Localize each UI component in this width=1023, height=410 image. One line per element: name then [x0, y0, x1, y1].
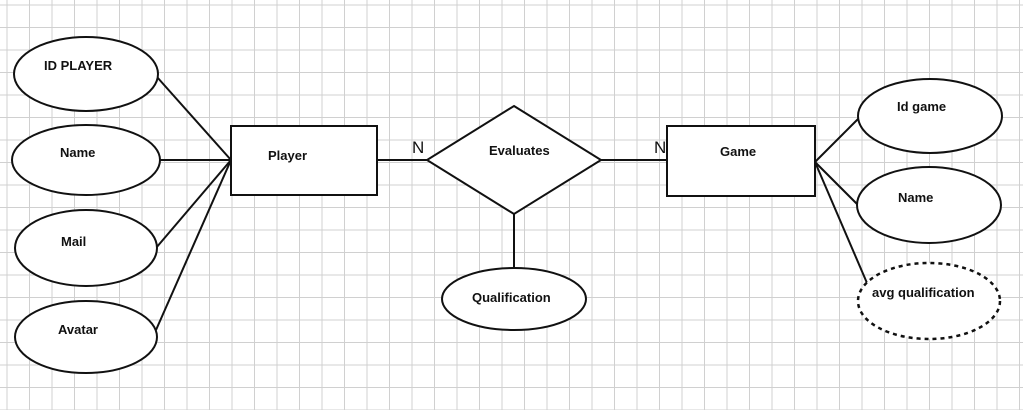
line-mail-player: [155, 159, 232, 249]
attribute-player-name[interactable]: Name: [11, 124, 161, 196]
relationship-evaluates[interactable]: Evaluates: [425, 104, 603, 216]
relationship-label: Evaluates: [489, 143, 550, 158]
attribute-label: avg qualification: [872, 285, 975, 300]
connector-lines: [155, 76, 871, 331]
attribute-avg-qualification[interactable]: avg qualification: [856, 261, 1002, 341]
attribute-mail[interactable]: Mail: [14, 209, 158, 287]
attribute-label: ID PLAYER: [44, 58, 113, 73]
attribute-game-name[interactable]: Name: [856, 166, 1002, 244]
cardinality-left: N: [412, 138, 424, 157]
cardinality-right: N: [654, 138, 666, 157]
attribute-label: Name: [60, 145, 95, 160]
attribute-label: Mail: [61, 234, 86, 249]
attribute-label: Avatar: [58, 322, 98, 337]
attribute-qualification[interactable]: Qualification: [441, 267, 587, 331]
attribute-id-game[interactable]: Id game: [857, 78, 1003, 154]
attribute-label: Name: [898, 190, 933, 205]
line-idplayer-player: [156, 76, 232, 161]
attribute-label: Id game: [897, 99, 946, 114]
line-game-name: [814, 161, 859, 206]
entity-player[interactable]: Player: [230, 125, 378, 196]
line-game-idgame: [814, 116, 861, 163]
entity-label: Player: [268, 148, 307, 163]
entity-game[interactable]: Game: [666, 125, 816, 197]
line-avatar-player: [155, 159, 232, 331]
attribute-id-player[interactable]: ID PLAYER: [13, 36, 159, 112]
line-game-avgqualification: [814, 161, 871, 291]
attribute-avatar[interactable]: Avatar: [14, 300, 158, 374]
entity-label: Game: [720, 144, 756, 159]
attribute-label: Qualification: [472, 290, 551, 305]
